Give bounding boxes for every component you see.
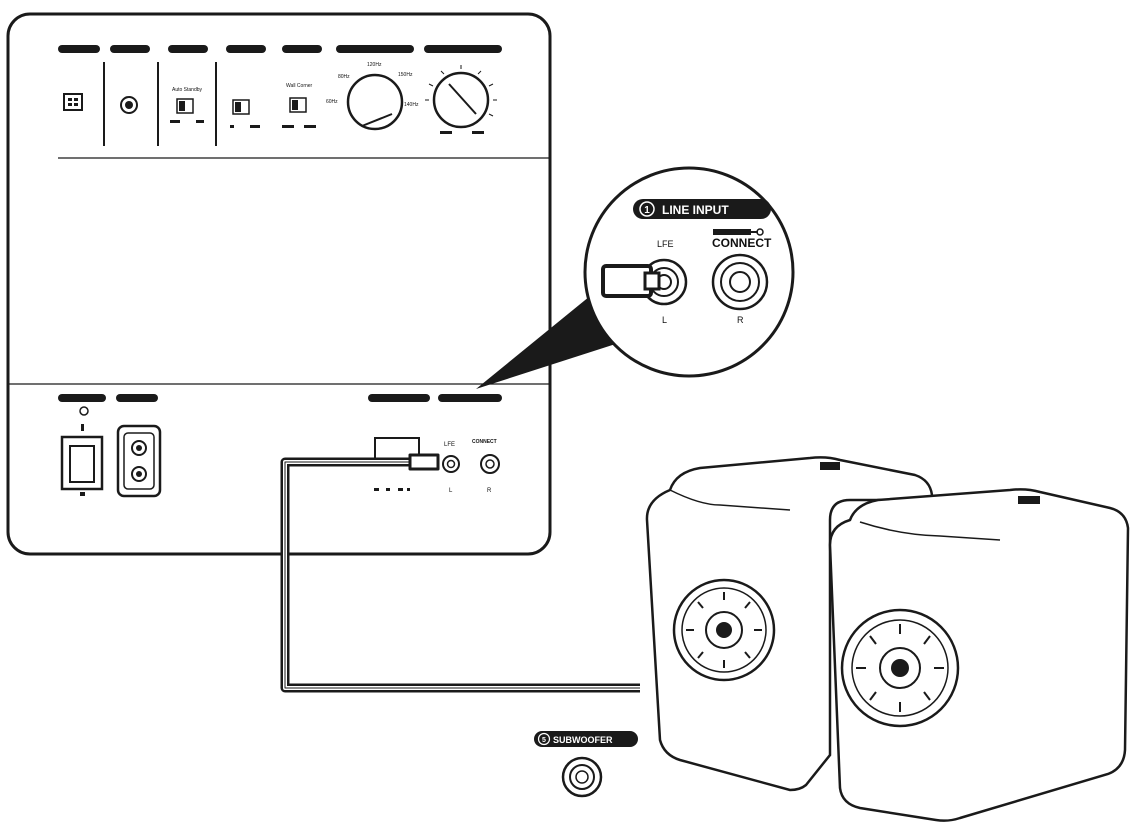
callout-left-jack [601,258,688,306]
connect-logo: CONNECT [712,228,772,250]
callout-l-label: L [662,315,667,325]
subwoofer-label: SUBWOOFER [553,735,613,745]
subwoofer-output: 5 SUBWOOFER [534,731,638,798]
freq-label-top-right: 150Hz [398,72,413,78]
usb-port-icon [120,96,138,114]
callout-badge-number: 1 [644,205,650,216]
power-switch [60,406,104,496]
auto-standby-switch: Auto Standby [170,87,204,123]
line-input-callout: 1 LINE INPUT LFE CONNECT L R [583,166,795,378]
connect-logo-text: CONNECT [712,236,772,250]
level-knob [425,65,497,134]
subwoofer-back-panel: Auto Standby Wall Corner 120Hz 80Hz [6,12,552,556]
panel-connect-small: CONNECT [472,439,497,445]
phase-switch [230,99,260,128]
rca-cable [280,453,640,693]
speaker-left [645,456,934,792]
callout-pointer [476,292,628,389]
callout-lfe-label: LFE [657,239,674,249]
callout-badge [639,201,655,217]
panel-lfe-top-label: LFE [444,442,455,448]
freq-label-left: 80Hz [338,74,350,80]
freq-label-far-left: 60Hz [326,99,338,105]
panel-outline [6,12,552,556]
subwoofer-badge-number: 5 [542,737,546,744]
panel-l-label: L [449,488,453,494]
ac-power-inlet [116,424,162,498]
callout-r-label: R [737,315,744,325]
subwoofer-badge [537,732,551,746]
panel-dividers [103,62,217,146]
panel-r-label: R [487,488,492,494]
wall-corner-switch: Wall Corner [282,83,316,128]
callout-title-pill [633,199,771,219]
subwoofer-label-pill [534,731,638,747]
wall-corner-label: Wall Corner [286,83,313,89]
freq-label-top: 120Hz [367,62,382,68]
auto-standby-label: Auto Standby [172,87,203,93]
speaker-right [828,488,1130,822]
bottom-header-pills [58,394,502,402]
callout-circle [583,166,795,378]
callout-title: LINE INPUT [662,203,729,217]
service-port-icon [63,93,83,111]
crossover-knob: 120Hz 80Hz 150Hz 60Hz 140Hz [326,62,419,131]
callout-right-jack [711,253,769,311]
freq-label-right: 140Hz [404,102,419,108]
top-header-pills [58,45,502,53]
